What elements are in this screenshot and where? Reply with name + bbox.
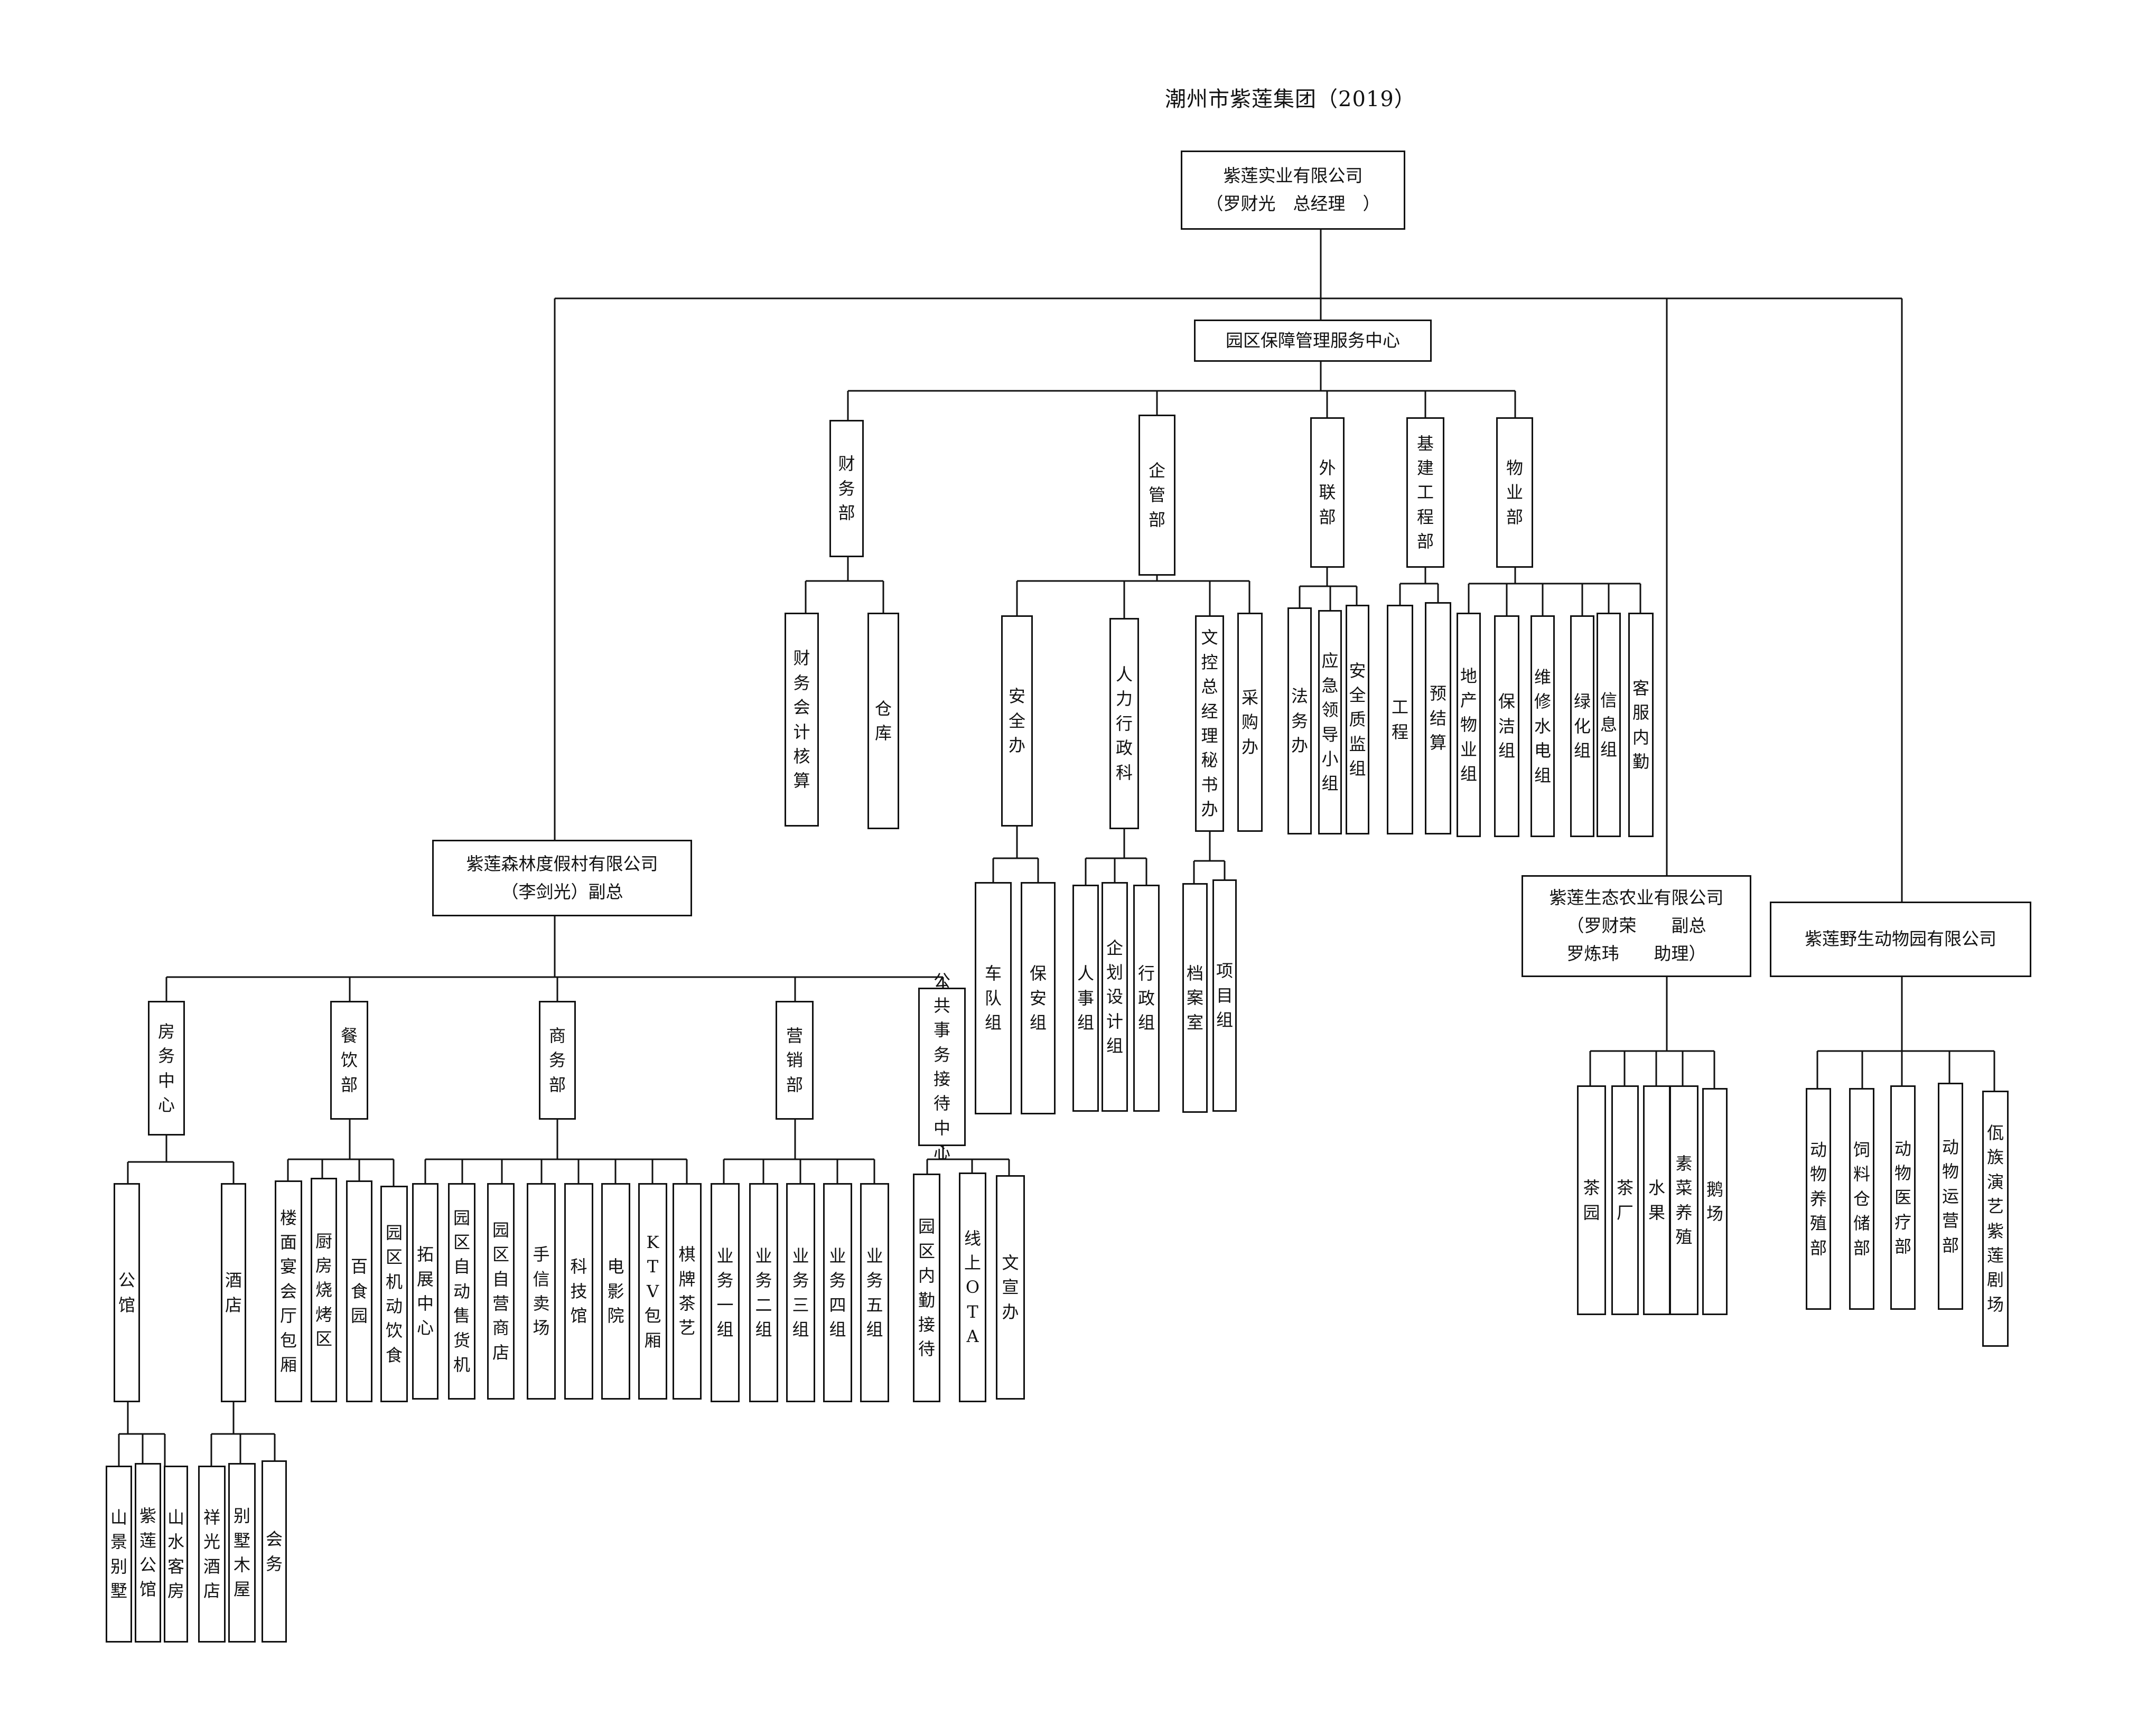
commerce-souvenir-shop: 手信卖场 <box>527 1183 556 1400</box>
marketing-team-5: 业务五组 <box>860 1183 889 1402</box>
secretary-archive-room: 档案室 <box>1182 883 1208 1113</box>
resort-company-box: 紫莲森林度假村有限公司 （李剑光）副总 <box>432 840 692 916</box>
finance-accounting: 财务会计核算 <box>785 613 819 827</box>
unit-secretary-office: 文控总经理秘书办 <box>1195 615 1224 832</box>
mansion-zilian-house: 紫莲公馆 <box>135 1463 161 1643</box>
dept-commerce: 商务部 <box>539 1001 576 1120</box>
catering-mobile-food: 园区机动饮食 <box>380 1186 408 1402</box>
hr-planning-design-team: 企划设计组 <box>1102 882 1128 1112</box>
catering-banquet-hall: 楼面宴会厅包厢 <box>275 1180 302 1402</box>
agri-fruit: 水果 <box>1643 1085 1670 1315</box>
agri-company-box: 紫莲生态农业有限公司 （罗财荣 副总 罗炼玮 助理） <box>1522 875 1751 977</box>
public-affairs-online-ota: 线上OTA <box>959 1172 986 1402</box>
dept-construction-label: 基建工程部 <box>1416 433 1434 552</box>
construction-engineering: 工程 <box>1387 605 1413 834</box>
agri-vegetable-farming: 素菜养殖 <box>1669 1085 1698 1315</box>
property-customer-service: 客服内勤 <box>1628 613 1654 837</box>
agri-tea-factory: 茶厂 <box>1611 1085 1639 1315</box>
dept-property: 物业部 <box>1496 417 1533 568</box>
unit-hr-admin: 人力行政科 <box>1109 618 1139 829</box>
commerce-ktv-rooms: KTV包厢 <box>638 1183 667 1400</box>
hotel-xiangguang: 祥光酒店 <box>198 1466 226 1643</box>
rooms-mansion: 公馆 <box>114 1183 140 1402</box>
zoo-medical-dept: 动物医疗部 <box>1890 1085 1916 1310</box>
dept-property-label: 物业部 <box>1506 457 1523 527</box>
dept-marketing: 营销部 <box>776 1001 814 1120</box>
property-real-estate-team: 地产物业组 <box>1457 613 1481 837</box>
marketing-team-1: 业务一组 <box>711 1183 740 1402</box>
safety-security-team: 保安组 <box>1021 882 1056 1114</box>
zoo-breeding-dept: 动物养殖部 <box>1806 1088 1831 1310</box>
agri-company-manager-2: 罗炼玮 助理） <box>1566 943 1706 964</box>
agri-tea-garden: 茶园 <box>1577 1085 1606 1315</box>
rooms-hotel: 酒店 <box>221 1183 246 1402</box>
root-company-name: 紫莲实业有限公司 <box>1223 165 1363 186</box>
commerce-vending-machines: 园区自动售货机 <box>448 1183 475 1400</box>
root-company-manager: （罗财光 总经理 ） <box>1206 193 1380 214</box>
unit-purchasing: 采购办 <box>1237 613 1263 832</box>
dept-finance: 财务部 <box>829 420 864 557</box>
liaison-emergency-group: 应急领导小组 <box>1318 610 1342 834</box>
liaison-quality-team: 安全质监组 <box>1346 605 1369 834</box>
commerce-science-museum: 科技馆 <box>564 1183 593 1400</box>
public-affairs-publicity: 文宣办 <box>996 1175 1025 1400</box>
property-maintenance-team: 维修水电组 <box>1530 615 1555 837</box>
agri-company-name: 紫莲生态农业有限公司 <box>1549 887 1724 908</box>
dept-public-affairs: 公共事务接待中心 <box>918 971 966 1162</box>
marketing-team-2: 业务二组 <box>749 1183 778 1402</box>
property-information-team: 信息组 <box>1597 613 1621 837</box>
chart-title: 潮州市紫莲集团（2019） <box>1165 87 1416 111</box>
property-cleaning-team: 保洁组 <box>1494 615 1519 837</box>
construction-budget: 预结算 <box>1425 602 1451 834</box>
property-greening-team: 绿化组 <box>1570 615 1594 837</box>
zoo-company-box: 紫莲野生动物园有限公司 <box>1770 902 2031 977</box>
zoo-company-name: 紫莲野生动物园有限公司 <box>1805 928 1996 950</box>
public-affairs-reception: 园区内勤接待 <box>913 1174 940 1402</box>
resort-company-name: 紫莲森林度假村有限公司 <box>466 853 658 874</box>
marketing-team-3: 业务三组 <box>786 1183 815 1402</box>
dept-finance-label: 财务部 <box>838 454 855 523</box>
zoo-operations-dept: 动物运营部 <box>1938 1083 1963 1310</box>
hr-personnel-team: 人事组 <box>1072 885 1099 1112</box>
dept-management: 企管部 <box>1138 415 1175 576</box>
safety-fleet-team: 车队组 <box>975 882 1012 1114</box>
commerce-cinema: 电影院 <box>601 1183 630 1400</box>
liaison-legal-office: 法务办 <box>1287 607 1312 834</box>
dept-liaison: 外联部 <box>1310 417 1345 568</box>
commerce-expansion-center: 拓展中心 <box>412 1183 438 1400</box>
dept-catering: 餐饮部 <box>330 1001 368 1120</box>
mansion-guest-rooms: 山水客房 <box>164 1466 188 1643</box>
dept-rooms-center: 房务中心 <box>148 1001 185 1136</box>
dept-management-label: 企管部 <box>1148 460 1165 530</box>
service-center-box: 园区保障管理服务中心 <box>1194 320 1432 362</box>
catering-food-court: 百食园 <box>346 1180 372 1402</box>
zoo-wa-theater: 佤族演艺紫莲剧场 <box>1982 1091 2009 1347</box>
service-center-label: 园区保障管理服务中心 <box>1226 330 1400 351</box>
dept-construction: 基建工程部 <box>1406 417 1444 568</box>
unit-safety-office: 安全办 <box>1001 615 1033 827</box>
root-company-box: 紫莲实业有限公司 （罗财光 总经理 ） <box>1181 151 1405 230</box>
mansion-mountain-villa: 山景别墅 <box>106 1466 132 1643</box>
secretary-project-team: 项目组 <box>1212 879 1237 1112</box>
marketing-team-4: 业务四组 <box>823 1183 852 1402</box>
hotel-conference: 会务 <box>262 1460 287 1643</box>
commerce-self-run-store: 园区自营商店 <box>487 1183 515 1400</box>
hotel-wooden-villa: 别墅木屋 <box>228 1463 256 1643</box>
catering-kitchen-bbq: 厨房烧烤区 <box>311 1178 337 1402</box>
finance-warehouse: 仓库 <box>867 613 899 829</box>
commerce-chess-tea: 棋牌茶艺 <box>673 1183 702 1400</box>
agri-goose-farm: 鹅场 <box>1702 1088 1728 1315</box>
resort-company-manager: （李剑光）副总 <box>501 881 623 902</box>
zoo-feed-storage-dept: 饲料仓储部 <box>1849 1088 1874 1310</box>
agri-company-manager-1: （罗财荣 副总 <box>1566 915 1706 936</box>
hr-admin-team: 行政组 <box>1133 885 1160 1112</box>
dept-liaison-label: 外联部 <box>1319 457 1336 527</box>
